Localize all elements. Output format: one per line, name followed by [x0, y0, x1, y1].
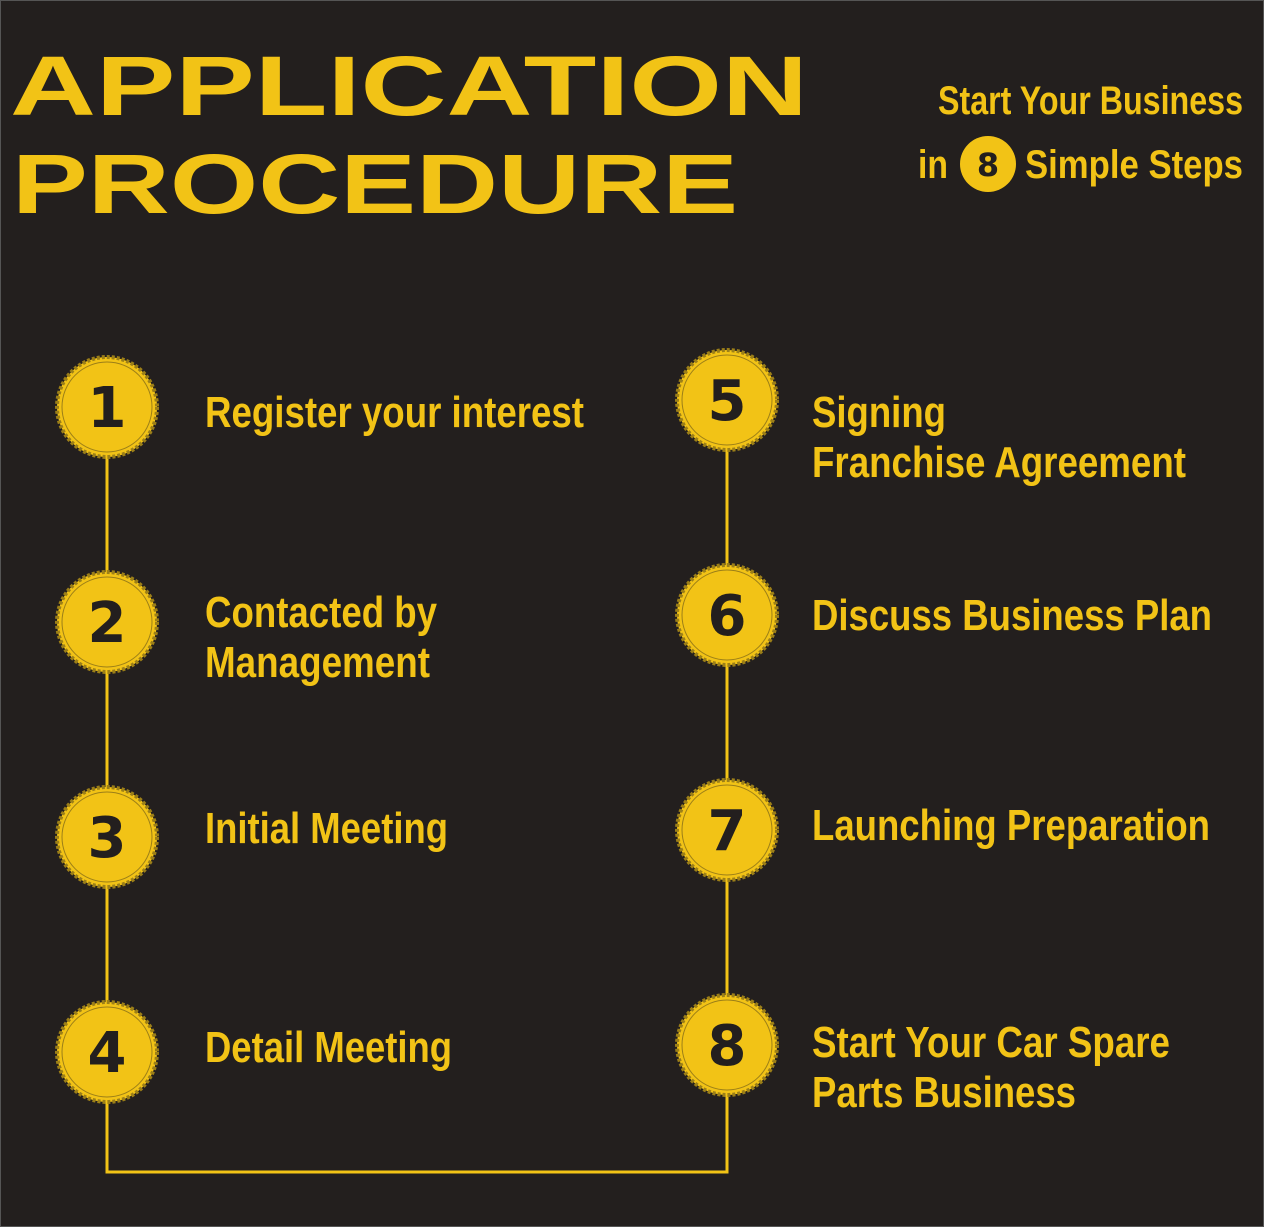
step-label: Detail Meeting	[205, 1023, 452, 1072]
step-7: 7 Launching Preparation	[675, 778, 1210, 882]
step-badge-ring	[61, 791, 153, 883]
step-badge-ring	[681, 999, 773, 1091]
step-number: 2	[88, 591, 127, 656]
step-badge-ring	[61, 576, 153, 668]
step-badge-ring	[681, 784, 773, 876]
step-3: 3 Initial Meeting	[55, 785, 448, 889]
step-number: 6	[708, 584, 747, 649]
step-number: 5	[708, 369, 747, 434]
step-badge-ring	[61, 361, 153, 453]
step-badge	[55, 570, 159, 674]
title-line-1: APPLICATION	[10, 39, 808, 133]
step-4: 4 Detail Meeting	[55, 1000, 452, 1104]
step-badge	[675, 563, 779, 667]
tagline-count: 8	[977, 146, 999, 184]
step-label: Parts Business	[812, 1068, 1076, 1117]
step-label: Management	[205, 638, 430, 687]
step-6: 6 Discuss Business Plan	[675, 563, 1212, 667]
step-number: 8	[708, 1014, 747, 1079]
step-label: Start Your Car Spare	[812, 1018, 1170, 1067]
step-label: Franchise Agreement	[812, 438, 1186, 487]
step-badge	[55, 1000, 159, 1104]
tagline-suffix: Simple Steps	[1025, 143, 1243, 187]
step-1: 1 Register your interest	[55, 355, 584, 459]
step-badge	[675, 993, 779, 1097]
step-badge-ring	[61, 1006, 153, 1098]
step-label: Initial Meeting	[205, 804, 448, 853]
title-line-2: PROCEDURE	[12, 137, 738, 231]
step-badge-ring	[681, 569, 773, 661]
tagline-line-1: Start Your Business	[938, 79, 1243, 123]
step-label: Discuss Business Plan	[812, 591, 1212, 640]
step-badge-ring	[681, 354, 773, 446]
step-number: 3	[88, 806, 127, 871]
step-badge	[55, 785, 159, 889]
step-label: Signing	[812, 388, 946, 437]
step-number: 1	[88, 376, 127, 441]
step-label: Contacted by	[205, 588, 437, 637]
tagline-prefix: in	[918, 143, 948, 187]
tagline-count-badge	[960, 136, 1016, 192]
step-badge	[55, 355, 159, 459]
step-label: Register your interest	[205, 388, 584, 437]
step-number: 4	[88, 1021, 127, 1086]
step-number: 7	[708, 799, 747, 864]
step-label: Launching Preparation	[812, 801, 1210, 850]
step-badge	[675, 778, 779, 882]
step-badge	[675, 348, 779, 452]
